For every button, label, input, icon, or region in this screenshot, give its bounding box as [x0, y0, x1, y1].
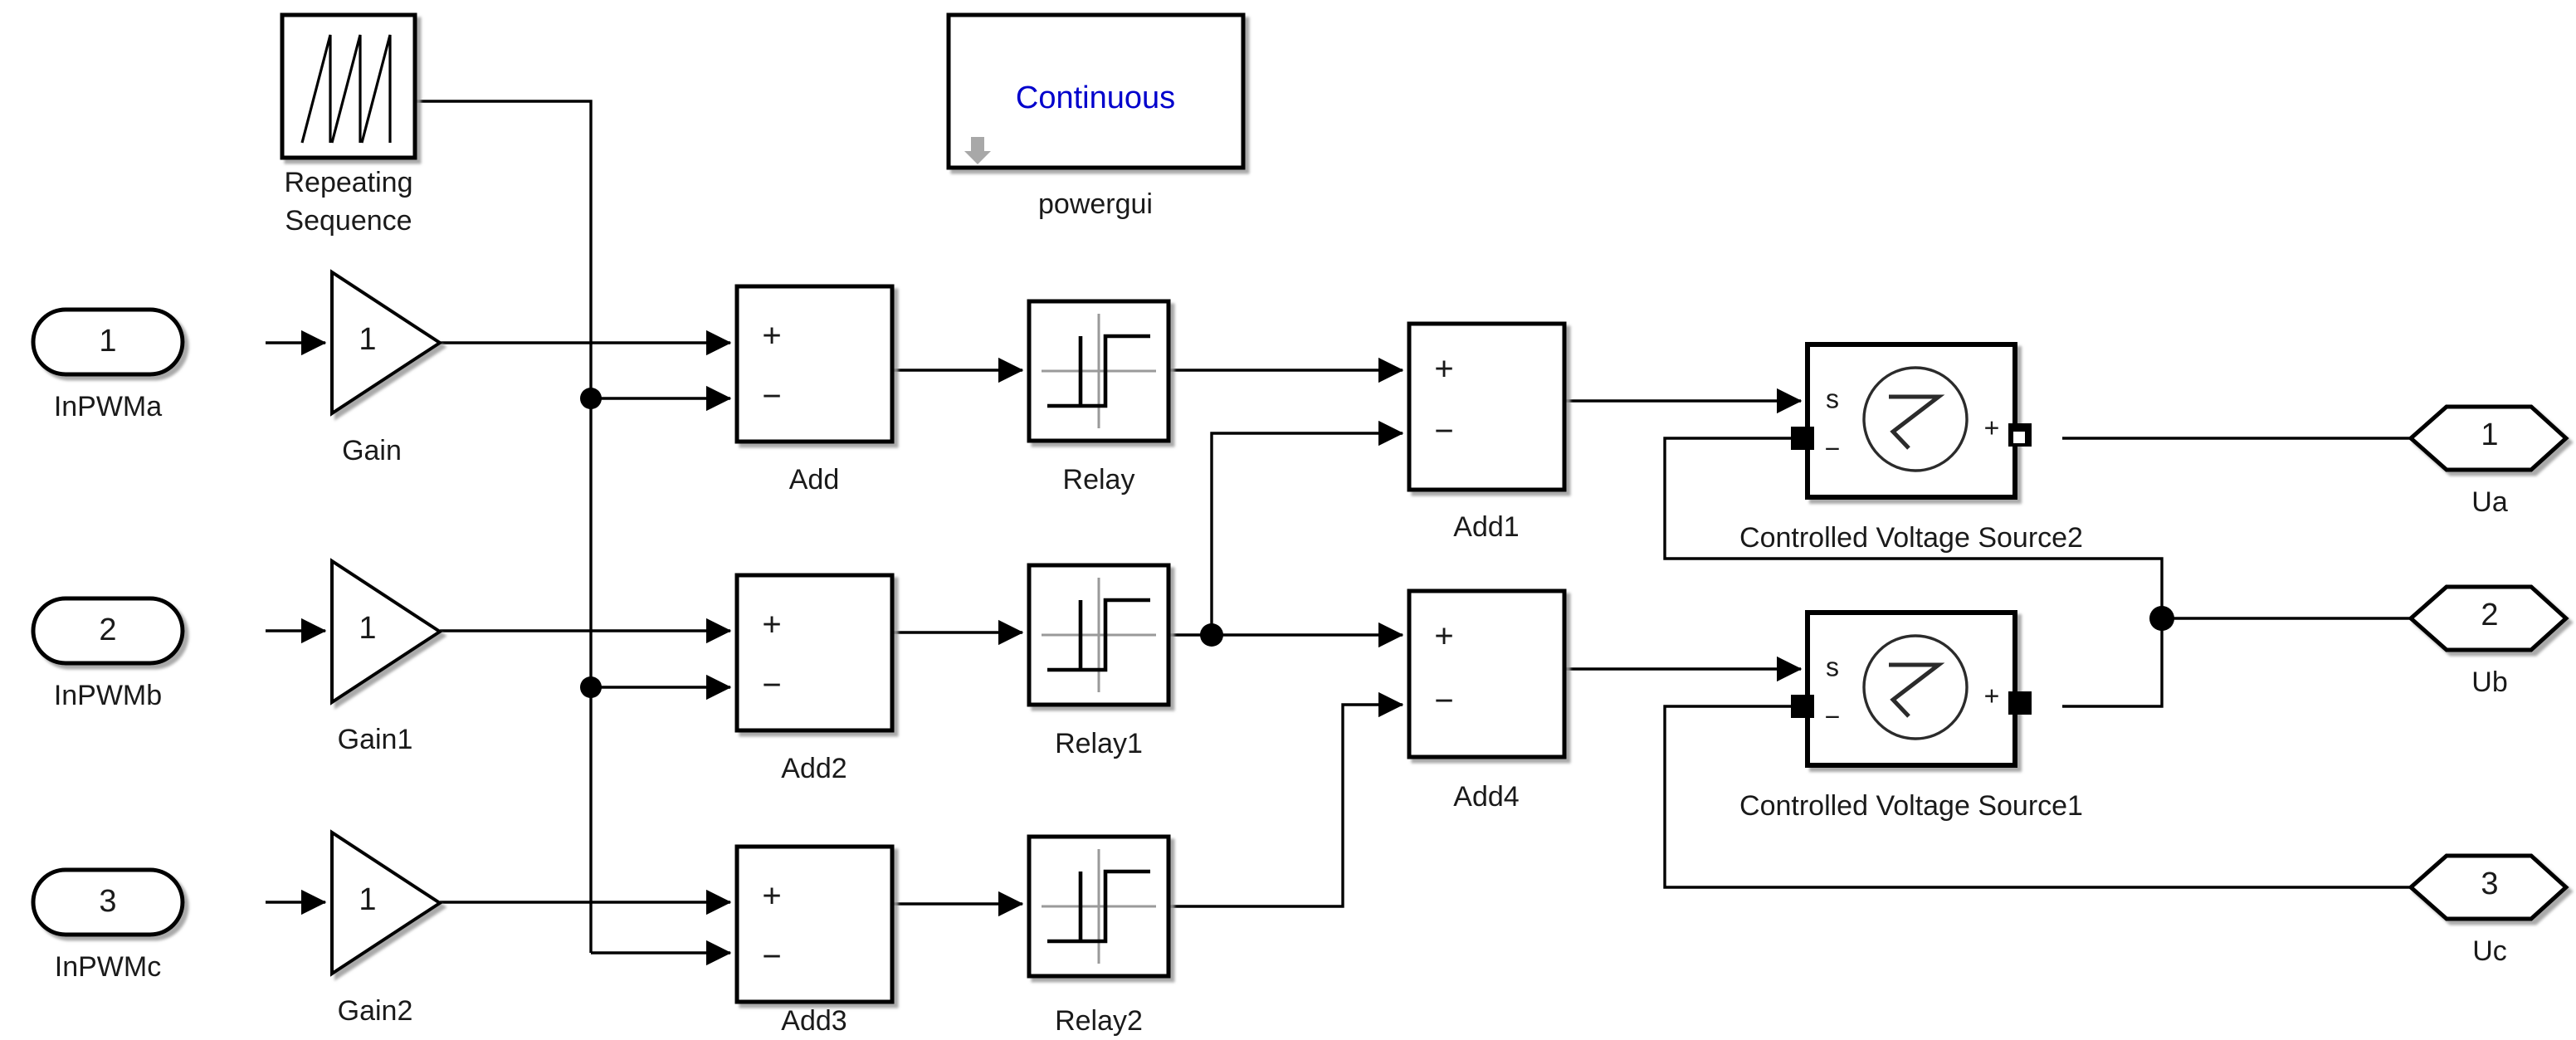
add4-minus-sign: −	[1434, 683, 1453, 720]
wire-cvs1-plus-junction[interactable]	[2062, 618, 2164, 708]
relay2-axes-icon	[1042, 849, 1156, 964]
block-outport-2[interactable]: 2 Ub	[2408, 584, 2569, 698]
cvs1-minus-label: −	[1825, 701, 1841, 731]
hysteresis-icon	[1047, 334, 1150, 408]
inport-1-number: 1	[99, 324, 116, 359]
junction-dot-row2[interactable]	[580, 676, 602, 698]
gain1-value: 1	[359, 611, 376, 646]
outport-1-number: 1	[2481, 417, 2498, 452]
cvs2-minus-terminal[interactable]	[1791, 427, 1814, 450]
block-add1[interactable]: + − Add1	[1407, 321, 1567, 543]
add3-label: Add3	[781, 1005, 846, 1037]
block-repeating-sequence[interactable]: Repeating Sequence	[280, 12, 417, 237]
relay1-label: Relay1	[1055, 728, 1143, 759]
inport-3-label: InPWMc	[55, 951, 161, 983]
cvs1-signal-port-label: s	[1826, 652, 1839, 681]
block-controlled-voltage-source1[interactable]: s − + Controlled Voltage Source1	[1739, 610, 2083, 822]
relay-label: Relay	[1063, 464, 1135, 496]
cvs2-minus-label: −	[1825, 433, 1841, 463]
sawtooth-icon	[300, 34, 392, 144]
add1-plus-sign: +	[1434, 351, 1453, 388]
wire-cvs2-minus-loop[interactable]	[1663, 437, 2164, 618]
junction-dot-ub[interactable]	[2149, 606, 2174, 631]
powergui-mode-value: Continuous	[1016, 81, 1175, 115]
add-plus-sign: +	[762, 318, 781, 354]
outport-2-label: Ub	[2471, 666, 2507, 698]
block-gain[interactable]: 1 Gain	[330, 269, 443, 466]
block-inport-1[interactable]: 1 InPWMa	[31, 307, 185, 422]
junction-dots	[580, 388, 2174, 698]
add3-plus-sign: +	[762, 878, 781, 915]
relay-axes-icon	[1042, 314, 1156, 428]
add4-label: Add4	[1453, 781, 1519, 813]
block-add3[interactable]: + − Add3	[734, 844, 895, 1037]
repeating-sequence-label-line2: Sequence	[285, 205, 412, 237]
cvs1-label: Controlled Voltage Source1	[1739, 790, 2083, 822]
outport-3-label: Uc	[2472, 935, 2507, 967]
outport-3-number: 3	[2481, 867, 2498, 901]
gain-value: 1	[359, 322, 376, 357]
add-minus-sign: −	[762, 378, 781, 415]
block-powergui[interactable]: Continuous powergui	[946, 12, 1246, 220]
junction-dot-row1[interactable]	[580, 388, 602, 409]
outport-2-number: 2	[2481, 598, 2498, 632]
cvs2-plus-terminal-inner	[2013, 432, 2025, 443]
block-gain2[interactable]: 1 Gain2	[330, 829, 443, 1027]
cvs2-plus-label: +	[1984, 413, 2000, 442]
block-add[interactable]: + − Add	[734, 284, 895, 496]
hysteresis-icon	[1047, 869, 1150, 944]
cvs2-signal-port-label: s	[1826, 383, 1839, 413]
sine-source-icon	[1862, 366, 1969, 472]
block-controlled-voltage-source2[interactable]: s − + Controlled Voltage Source2	[1739, 342, 2083, 554]
sine-source-icon	[1862, 634, 1969, 740]
gain-label: Gain	[342, 435, 402, 466]
block-relay1[interactable]: Relay1	[1027, 563, 1171, 759]
signal-wires	[266, 100, 2411, 966]
block-relay[interactable]: Relay	[1027, 299, 1171, 496]
down-arrow-icon	[964, 137, 991, 164]
add2-label: Add2	[781, 753, 846, 784]
cvs1-minus-terminal[interactable]	[1791, 695, 1814, 718]
add2-plus-sign: +	[762, 607, 781, 643]
add4-plus-sign: +	[1434, 618, 1453, 655]
wire-cvs1-minus-uc[interactable]	[1663, 705, 2411, 889]
block-outport-1[interactable]: 1 Ua	[2408, 404, 2569, 518]
add1-minus-sign: −	[1434, 413, 1453, 450]
powergui-label: powergui	[1038, 188, 1153, 220]
block-gain1[interactable]: 1 Gain1	[330, 558, 443, 755]
inport-2-label: InPWMb	[54, 680, 162, 711]
wire-carrier-spine[interactable]	[415, 100, 593, 953]
repeating-sequence-label-line1: Repeating	[284, 167, 412, 198]
add1-label: Add1	[1453, 511, 1519, 543]
block-add2[interactable]: + − Add2	[734, 573, 895, 784]
block-outport-3[interactable]: 3 Uc	[2408, 853, 2569, 967]
gain2-label: Gain2	[338, 995, 413, 1027]
block-inport-2[interactable]: 2 InPWMb	[31, 596, 185, 711]
add3-minus-sign: −	[762, 939, 781, 975]
add2-minus-sign: −	[762, 667, 781, 704]
gain2-value: 1	[359, 882, 376, 917]
inport-2-number: 2	[99, 613, 116, 647]
cvs1-plus-label: +	[1984, 681, 2000, 710]
block-relay2[interactable]: Relay2	[1027, 834, 1171, 1037]
outport-1-label: Ua	[2471, 486, 2508, 518]
inport-3-number: 3	[99, 884, 116, 919]
block-inport-3[interactable]: 3 InPWMc	[31, 867, 185, 983]
hysteresis-icon	[1047, 598, 1150, 672]
add-label: Add	[789, 464, 840, 496]
junction-dot-relay1[interactable]	[1200, 623, 1223, 647]
wire-relay1-add1-minus[interactable]	[1210, 420, 1404, 635]
gain1-label: Gain1	[338, 724, 413, 755]
relay2-label: Relay2	[1055, 1005, 1143, 1037]
cvs1-plus-terminal[interactable]	[2008, 691, 2032, 715]
wire-relay2-add4-minus[interactable]	[1168, 691, 1404, 908]
inport-1-label: InPWMa	[54, 391, 162, 422]
block-add4[interactable]: + − Add4	[1407, 588, 1567, 813]
cvs2-label: Controlled Voltage Source2	[1739, 522, 2083, 554]
relay1-axes-icon	[1042, 578, 1156, 692]
